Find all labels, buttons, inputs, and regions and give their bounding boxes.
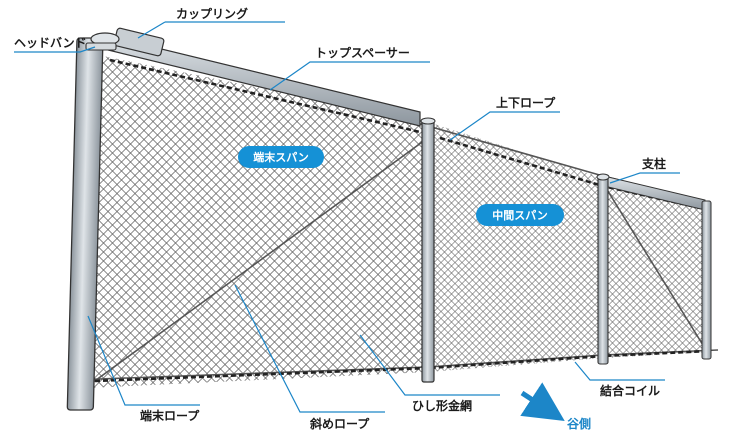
callout-labels: カップリング ヘッドバンド トップスペーサー 上下ロープ 支柱 端末ロープ 斜め… — [14, 6, 666, 431]
end-span-mesh — [88, 55, 428, 388]
label-post: 支柱 — [641, 156, 666, 171]
label-diagonal-rope: 斜めロープ — [309, 416, 370, 431]
bottom-joint-coil — [94, 349, 709, 383]
leader-diamond-mesh — [359, 334, 500, 396]
leader-end-rope — [87, 315, 200, 406]
support-post-cap — [596, 173, 610, 181]
bottom-rope-line — [71, 349, 719, 381]
label-diamond-mesh: ひし形金網 — [412, 398, 472, 413]
diagonal-rope-end-span — [91, 139, 426, 384]
leader-head-band — [14, 46, 96, 53]
mesh-panels — [88, 55, 708, 388]
middle-post-cap — [420, 117, 436, 125]
leader-top-spacer — [269, 61, 430, 91]
leader-diagonal-rope — [234, 284, 385, 413]
leader-upper-lower-rope — [449, 111, 560, 141]
valley-side-label: 谷側 — [567, 416, 591, 431]
label-head-band: ヘッドバンド — [14, 36, 87, 50]
far-end-post — [701, 200, 712, 360]
middle-span-badge-bg — [476, 204, 564, 226]
diagonal-rope-far-span — [605, 187, 707, 351]
label-top-spacer: トップスペーサー — [315, 45, 410, 60]
posts — [66, 32, 712, 411]
label-upper-lower-rope: 上下ロープ — [496, 95, 556, 110]
end-span-badge-text: 端末スパン — [253, 150, 309, 164]
valley-side-indicator: 谷側 — [520, 382, 591, 431]
label-coupling: カップリング — [176, 6, 248, 21]
valley-side-arrow — [520, 382, 565, 421]
bottom-rope — [71, 349, 719, 383]
end-post — [66, 37, 104, 411]
middle-post — [421, 119, 435, 383]
end-span-badge-bg — [238, 146, 324, 168]
middle-span-mesh — [428, 122, 603, 372]
middle-span-badge: 中間スパン — [476, 204, 564, 226]
diagonal-ropes — [91, 139, 707, 384]
end-span-badge: 端末スパン — [238, 146, 324, 168]
leader-lines — [14, 21, 680, 413]
top-spacer-coil — [109, 58, 421, 134]
head-band-clamp — [85, 42, 117, 51]
middle-span-badge-text: 中間スパン — [492, 208, 548, 222]
leader-coupling-tip — [137, 21, 166, 39]
leader-joint-coil — [574, 361, 665, 381]
label-end-rope: 端末ロープ — [140, 408, 200, 423]
label-joint-coil: 結合コイル — [600, 383, 660, 398]
leader-post — [609, 172, 680, 184]
support-post — [597, 175, 609, 365]
